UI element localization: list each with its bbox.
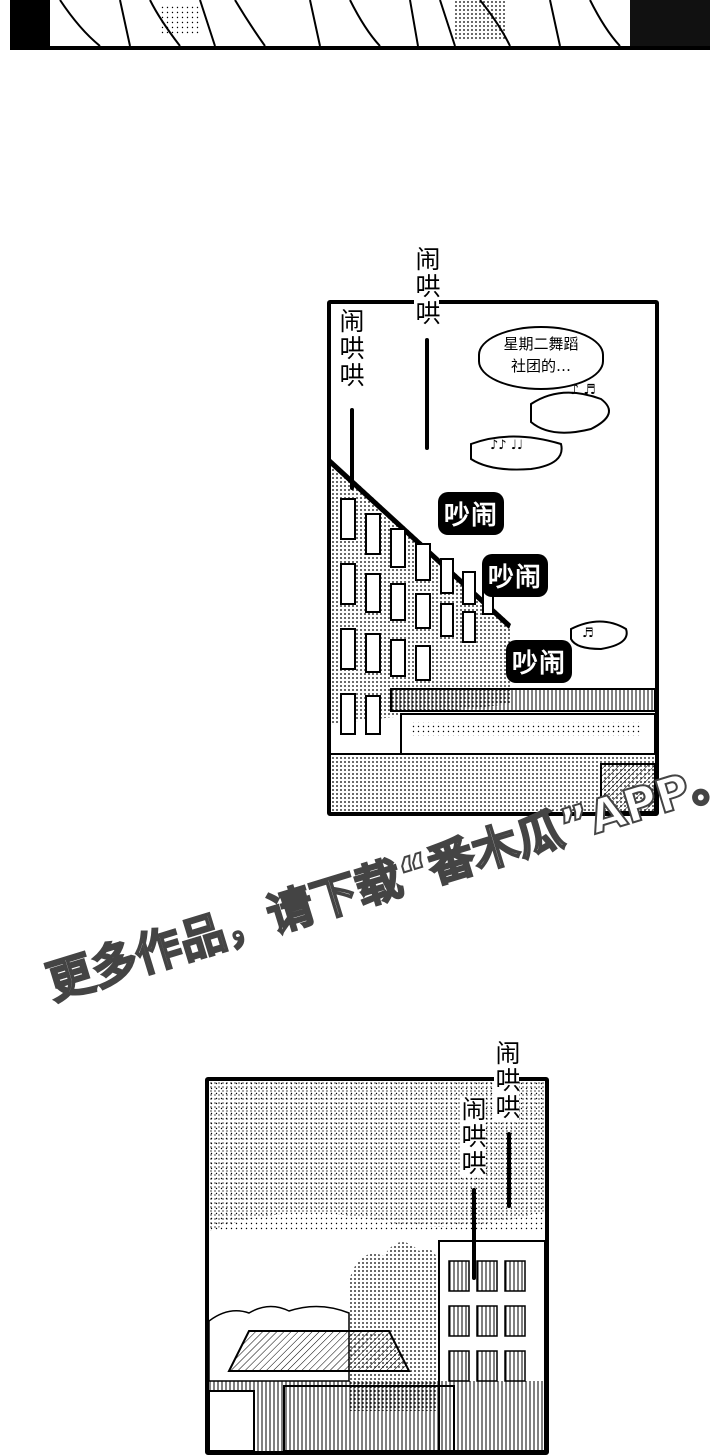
speech-bubble: 星期二舞蹈 社团的…	[478, 326, 604, 390]
crowd-illustration	[10, 0, 710, 46]
school-building-illustration	[331, 391, 655, 812]
sfx-vertical-top: 闹哄哄	[412, 246, 441, 327]
school-building-panel	[327, 300, 659, 816]
campus-trees-illustration	[209, 1081, 545, 1451]
sfx-vertical-right: 闹哄哄	[492, 1040, 521, 1121]
sfx-tail-line	[472, 1188, 476, 1280]
sfx-vertical-left-2: 闹哄哄	[458, 1096, 487, 1177]
sfx-tail-line	[350, 408, 354, 490]
noise-sfx: 吵闹	[506, 640, 573, 683]
music-notes: ♬	[582, 626, 594, 641]
noise-sfx: 吵闹	[482, 554, 549, 597]
music-notes: ♪♪ ♩♩	[490, 438, 523, 453]
music-notes: ♪ ♬	[570, 382, 596, 398]
sfx-tail-line	[425, 338, 429, 450]
noise-sfx: 吵闹	[438, 492, 505, 535]
sfx-tail-line	[507, 1132, 511, 1208]
top-panel-fragment	[10, 0, 710, 50]
sfx-vertical-left: 闹哄哄	[336, 308, 365, 389]
campus-trees-panel	[205, 1077, 549, 1455]
